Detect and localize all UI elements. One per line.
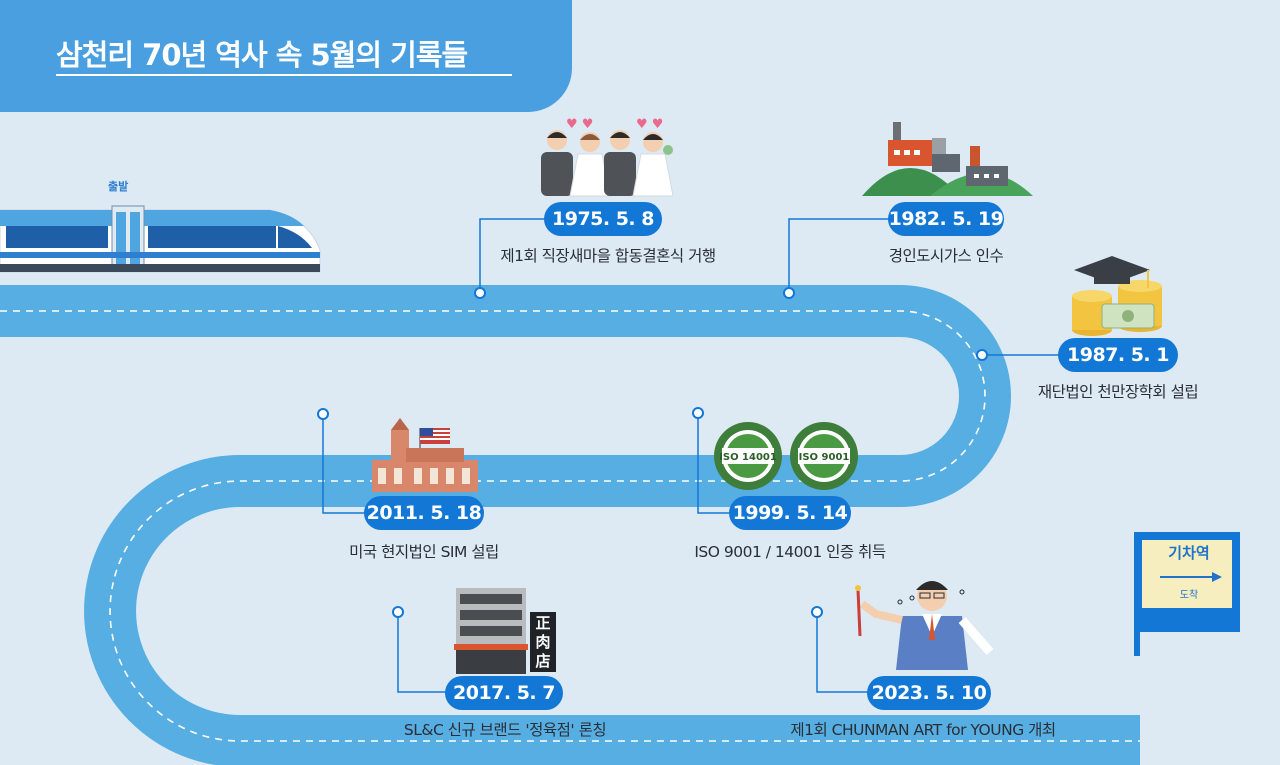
connector-lines (322, 218, 1060, 693)
station-sign-icon (1134, 532, 1240, 656)
connector-1975 (479, 218, 545, 293)
wedding-couples-icon: ♥ ♥ ♥ ♥ (541, 117, 674, 197)
station-name: 기차역 (1168, 544, 1210, 562)
us-building-icon (372, 418, 478, 492)
event-caption-1982: 경인도시가스 인수 (888, 247, 1004, 265)
event-caption-2011: 미국 현지법인 SIM 설립 (349, 543, 499, 561)
svg-text:♥ ♥: ♥ ♥ (566, 117, 593, 132)
event-date-2017: 2017. 5. 7 (445, 676, 563, 710)
connector-2011 (322, 414, 365, 514)
iso-certified-icon: ISO 14001 ISO 9001 (714, 422, 858, 490)
title-underline (56, 74, 512, 76)
shop-sign: 正肉店 (535, 614, 551, 670)
connector-dots (317, 287, 988, 618)
event-caption-2017: SL&C 신규 브랜드 '정육점' 론칭 (403, 721, 607, 739)
event-date-2011: 2011. 5. 18 (364, 496, 484, 530)
svg-text:♥ ♥: ♥ ♥ (636, 117, 663, 132)
event-caption-1999: ISO 9001 / 14001 인증 취득 (694, 543, 886, 561)
event-date-1987: 1987. 5. 1 (1058, 338, 1178, 372)
event-caption-1975: 제1회 직장새마을 합동결혼식 거행 (500, 247, 716, 265)
event-date-1975: 1975. 5. 8 (544, 202, 662, 236)
title-panel (0, 0, 572, 112)
start-label: 출발 (108, 180, 129, 193)
butcher-shop-icon (454, 588, 556, 674)
svg-text:ISO 9001: ISO 9001 (799, 452, 850, 463)
event-caption-2023: 제1회 CHUNMAN ART for YOUNG 개최 (790, 721, 1056, 739)
factory-icon (862, 122, 1033, 196)
svg-text:ISO 14001: ISO 14001 (719, 452, 777, 463)
event-date-1982: 1982. 5. 19 (888, 202, 1004, 236)
connector-1999 (697, 413, 730, 514)
page-title: 삼천리 70년 역사 속 5월의 기록들 (56, 38, 468, 72)
artist-icon (855, 581, 994, 670)
train-icon (0, 205, 321, 273)
event-date-2023: 2023. 5. 10 (867, 676, 991, 710)
event-caption-1987: 재단법인 천만장학회 설립 (1037, 383, 1199, 401)
arrival-label: 도착 (1179, 590, 1199, 601)
connector-2017 (397, 612, 446, 693)
connector-1982 (788, 218, 890, 293)
connector-2023 (816, 612, 868, 693)
graduation-money-icon (1072, 256, 1162, 336)
event-date-1999: 1999. 5. 14 (729, 496, 851, 530)
road-dashes (0, 310, 1140, 742)
